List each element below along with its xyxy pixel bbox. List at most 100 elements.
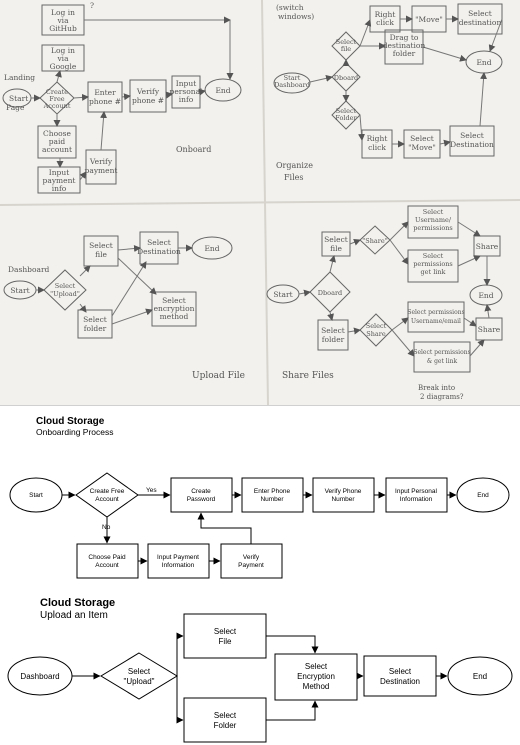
select-file-box xyxy=(183,613,267,659)
upload-end-node xyxy=(447,656,513,696)
sketch-share-quote: "Share" xyxy=(362,237,387,245)
select-upload-decision xyxy=(100,652,178,700)
create-account-decision xyxy=(75,472,139,518)
sketch-upload-caption: Upload File xyxy=(192,371,245,381)
sketch-upload-dashboard: Dashboard xyxy=(8,265,50,274)
sketch-upload-end: End xyxy=(204,244,219,253)
sketch-share-caption: Share Files xyxy=(282,371,334,381)
select-folder-box xyxy=(183,697,267,743)
onboarding-title: Cloud Storage xyxy=(36,416,105,427)
sketch-onboard-end: End xyxy=(215,86,230,95)
sketch-organize-dboard: Dboard xyxy=(334,74,358,82)
edge-upload-to-file xyxy=(176,632,184,676)
upload-subtitle: Upload an Item xyxy=(40,610,108,621)
select-upload-label: Select"Upload" xyxy=(123,667,154,686)
sketch-upload-start: Start xyxy=(10,286,29,295)
sketch-move-1: "Move" xyxy=(415,15,443,24)
upload-end-label: End xyxy=(473,672,487,681)
yes-label: Yes xyxy=(146,487,157,494)
destination-box xyxy=(363,655,437,697)
dashboard-label: Dashboard xyxy=(20,672,59,681)
onboarding-start-label: Start xyxy=(29,492,43,499)
edge-file-to-encryption xyxy=(266,635,319,654)
sketch-select-upload: Select"Upload" xyxy=(50,282,80,298)
onboarding-end-label: End xyxy=(477,492,489,499)
sketch-organize-end: End xyxy=(476,58,491,67)
onboarding-end-node xyxy=(456,477,510,513)
sketch-share-box-1: Share xyxy=(476,242,499,251)
payment-info-box xyxy=(147,543,210,579)
onboarding-subtitle: Onboarding Process xyxy=(36,427,114,437)
digital-flowcharts: Cloud Storage Onboarding Process xyxy=(0,405,520,745)
sketch-onboard-caption: Onboard xyxy=(176,145,211,154)
edge-folder-to-encryption xyxy=(266,700,319,721)
upload-title: Cloud Storage xyxy=(40,597,115,609)
sketch-share-box-2: Share xyxy=(478,325,501,334)
edge-verify-payment-to-password xyxy=(197,512,252,544)
edge-upload-to-folder xyxy=(176,676,184,724)
sketch-move-2: Select"Move" xyxy=(408,134,436,152)
sketch-link-2: Select permissions& get link xyxy=(413,349,470,365)
sketch-onboard-start: Start xyxy=(9,94,28,103)
sketch-share-dboard: Dboard xyxy=(318,289,342,297)
verify-phone-box xyxy=(312,477,375,513)
sketch-share-start: Start xyxy=(273,290,292,299)
encryption-box xyxy=(274,653,358,701)
choose-paid-box xyxy=(76,543,139,579)
sketch-question-mark: ? xyxy=(90,1,94,10)
sketch-share-end: End xyxy=(478,291,493,300)
verify-payment-box xyxy=(220,543,283,579)
create-password-box xyxy=(170,477,233,513)
paper-fold-horizontal xyxy=(0,199,520,206)
personal-info-box xyxy=(385,477,448,513)
flowchart-canvas: Cloud Storage Onboarding Process xyxy=(7,416,513,743)
enter-phone-box xyxy=(241,477,304,513)
